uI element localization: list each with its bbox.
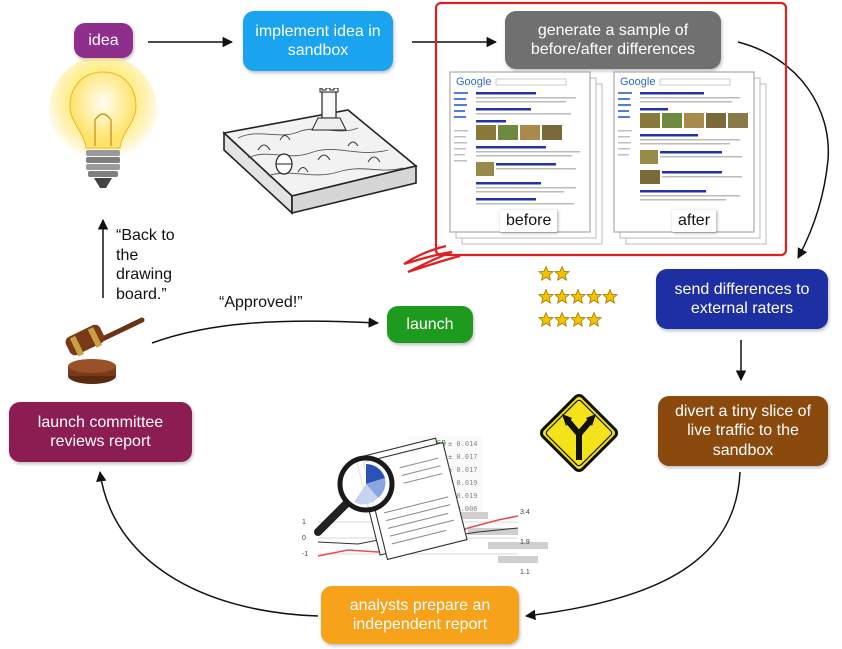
fork-sign-icon xyxy=(539,393,619,473)
rating-star xyxy=(553,288,571,304)
quote-approved: “Approved!” xyxy=(219,294,303,311)
rating-star xyxy=(585,311,603,327)
node-implement-label: implement idea in sandbox xyxy=(255,22,381,59)
node-divert: divert a tiny slice of live traffic to t… xyxy=(658,396,828,466)
stat-error: ± 0.017 xyxy=(448,466,478,474)
serp-before-logo: Google xyxy=(456,76,491,88)
stars-icon xyxy=(537,265,619,327)
svg-text:1.1: 1.1 xyxy=(520,569,530,576)
rating-star xyxy=(585,288,603,304)
stat-error: ± 0.019 xyxy=(448,492,478,500)
node-send-label: send differences to external raters xyxy=(674,280,810,317)
svg-text:3.4: 3.4 xyxy=(520,509,530,516)
serp-before: Google xyxy=(449,71,603,245)
svg-text:0: 0 xyxy=(302,535,306,542)
node-analysts: analysts prepare an independent report xyxy=(321,586,519,644)
node-generate: generate a sample of before/after differ… xyxy=(505,11,721,69)
node-launch-label: launch xyxy=(406,315,454,333)
rating-star xyxy=(537,311,555,327)
gavel-icon xyxy=(65,317,145,384)
node-committee-label: launch committee reviews report xyxy=(37,413,164,450)
node-implement: implement idea in sandbox xyxy=(243,11,393,71)
node-committee: launch committee reviews report xyxy=(9,402,192,462)
lightbulb-icon xyxy=(49,58,157,188)
node-analysts-label: analysts prepare an independent report xyxy=(349,596,491,633)
rating-star xyxy=(537,288,555,304)
rating-star xyxy=(569,311,587,327)
svg-text:1.9: 1.9 xyxy=(520,539,530,546)
stat-error: ± 0.014 xyxy=(448,440,478,448)
rating-star xyxy=(569,288,587,304)
serp-after-label: after xyxy=(672,210,717,232)
stat-error: ± 0.017 xyxy=(448,453,478,461)
node-send: send differences to external raters xyxy=(656,269,828,329)
rating-star xyxy=(537,265,555,281)
node-launch: launch xyxy=(387,306,473,343)
serp-after-logo: Google xyxy=(620,76,655,88)
report-magnifier-icon: 0.669± 0.0140.697± 0.0170.697± 0.0170.69… xyxy=(302,436,548,576)
stat-error: ± 0.019 xyxy=(448,479,478,487)
rating-star xyxy=(553,265,571,281)
node-idea: idea xyxy=(74,23,133,58)
node-idea-label: idea xyxy=(88,31,119,49)
serp-before-label: before xyxy=(500,210,558,232)
arrow-analysts-committee xyxy=(96,470,319,617)
stat-error: ± 0.006 xyxy=(448,505,478,513)
arrow-approved-launch xyxy=(151,317,380,344)
arrow-divert-analysts xyxy=(524,471,741,621)
svg-text:-1: -1 xyxy=(302,551,308,558)
rating-star xyxy=(553,311,571,327)
sandbox-illustration xyxy=(222,88,418,215)
svg-text:1: 1 xyxy=(302,519,306,526)
rating-star xyxy=(601,288,619,304)
node-divert-label: divert a tiny slice of live traffic to t… xyxy=(674,403,812,459)
quote-back-to-drawing-board: “Back to the drawing board.” xyxy=(116,227,175,303)
node-generate-label: generate a sample of before/after differ… xyxy=(530,21,696,58)
